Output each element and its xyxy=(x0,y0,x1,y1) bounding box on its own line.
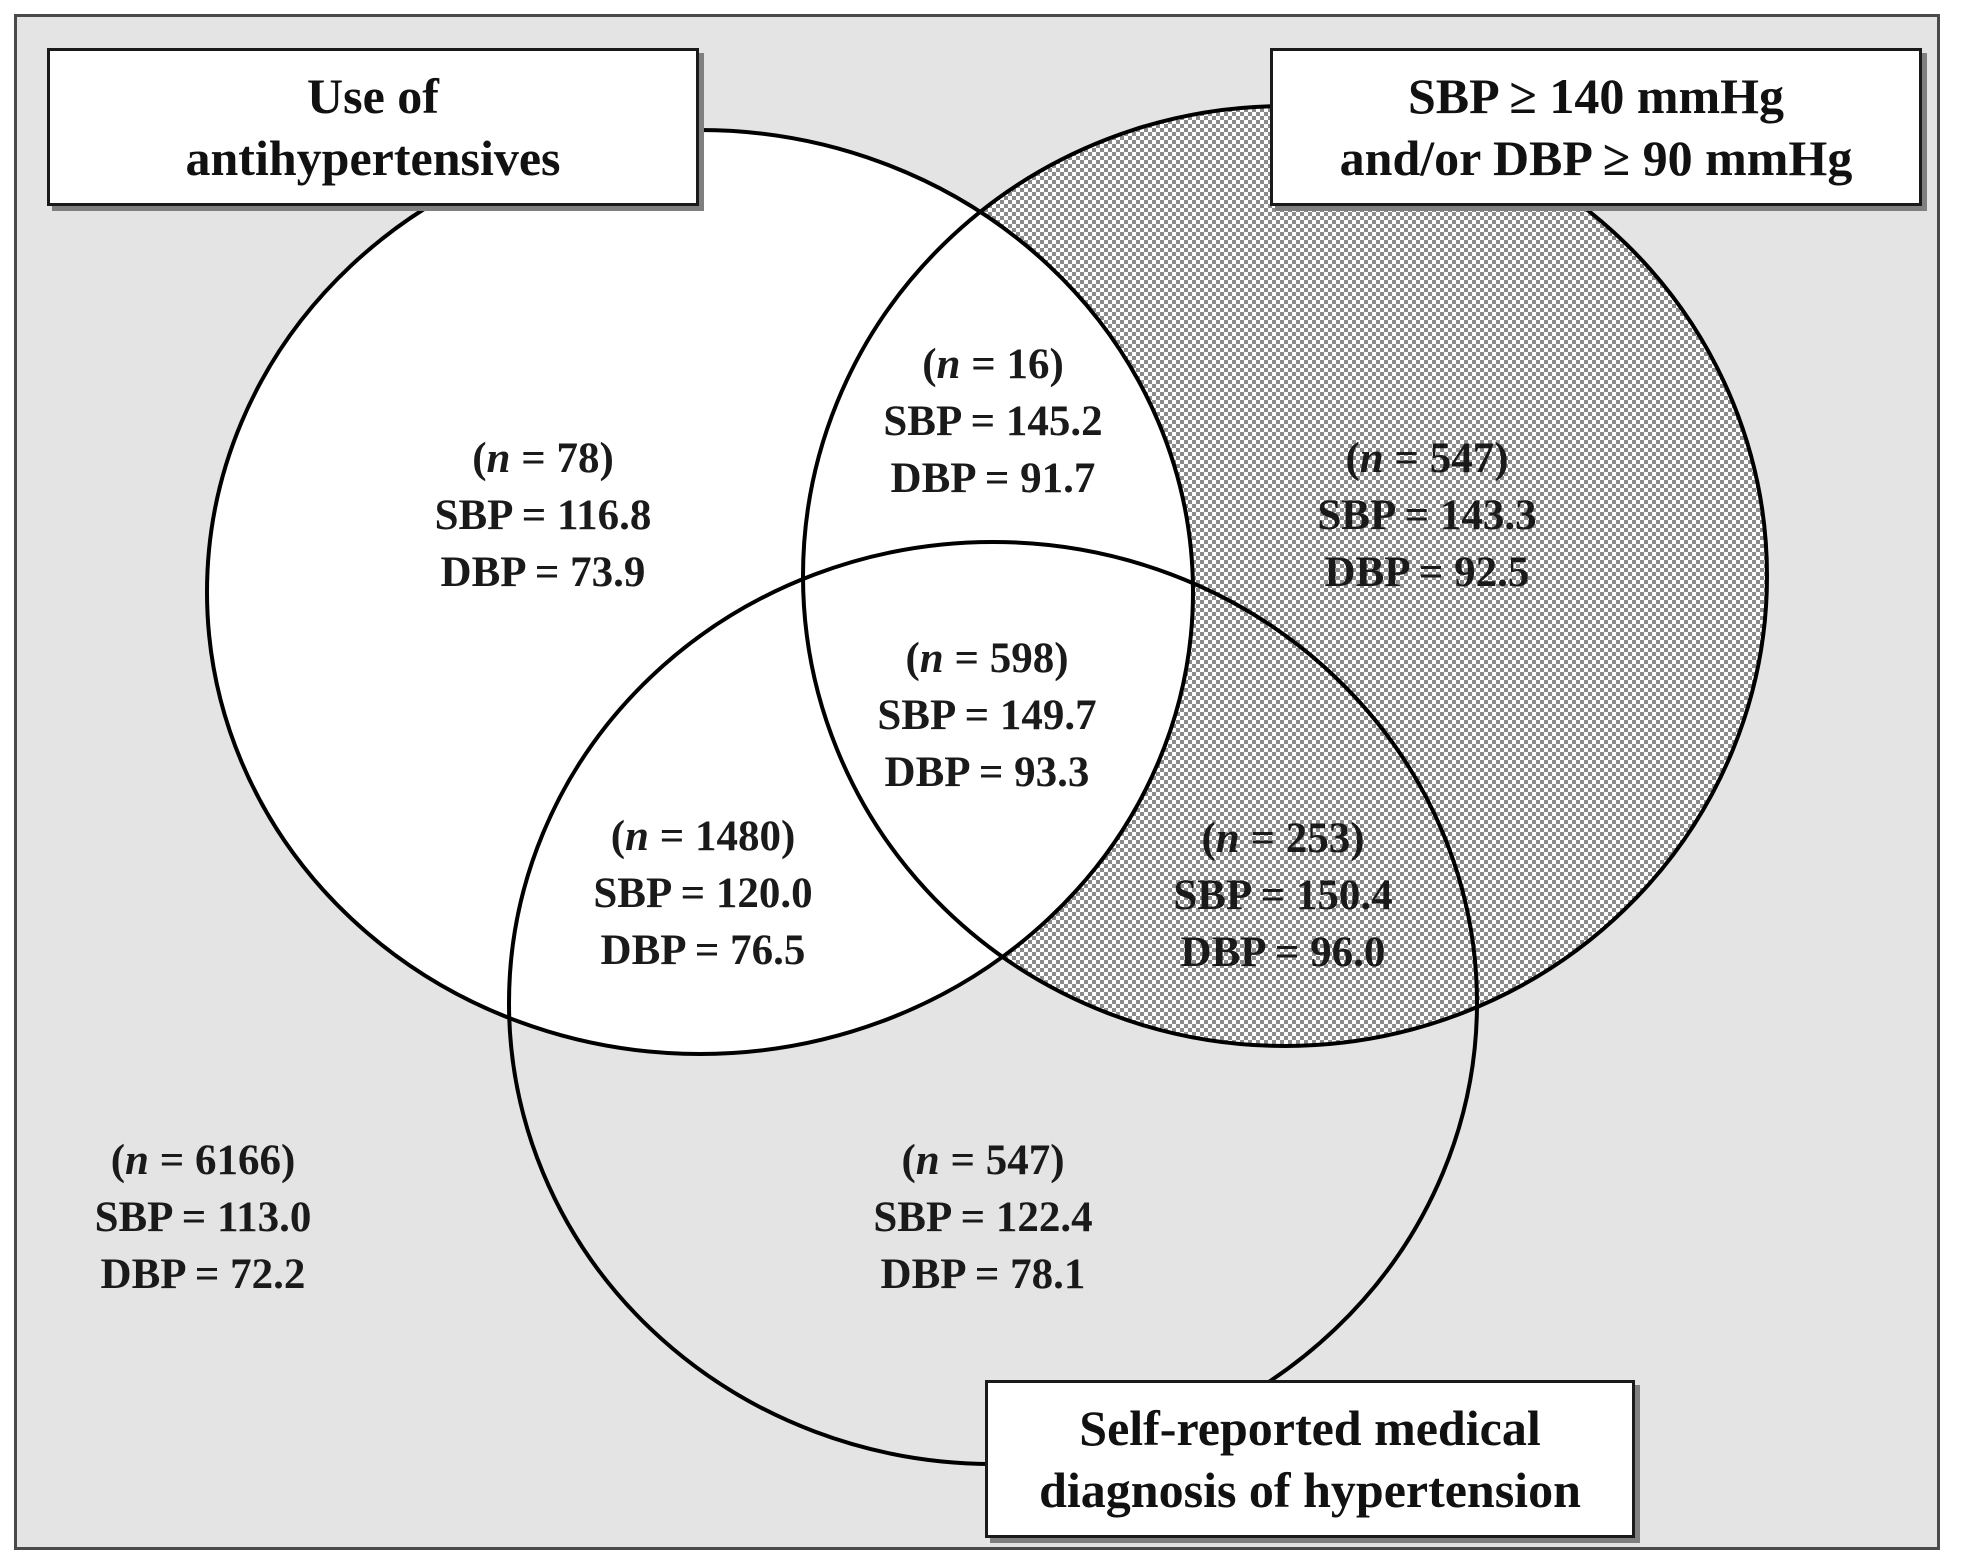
region-count: (n = 78) xyxy=(472,435,614,482)
region-bp-diag: (n = 253) SBP = 150.4 DBP = 96.0 xyxy=(1173,810,1392,981)
label-self-reported-line1: Self-reported medical xyxy=(1079,1400,1541,1456)
region-count: (n = 16) xyxy=(922,341,1064,388)
region-dbp: DBP = 72.2 xyxy=(100,1251,306,1298)
region-count: (n = 547) xyxy=(1345,435,1509,482)
region-sbp: SBP = 145.2 xyxy=(883,398,1103,445)
region-dbp: DBP = 91.7 xyxy=(890,455,1096,502)
region-sbp: SBP = 149.7 xyxy=(877,692,1097,739)
region-dbp: DBP = 96.0 xyxy=(1180,929,1386,976)
region-none: (n = 6166) SBP = 113.0 DBP = 72.2 xyxy=(95,1132,312,1303)
label-bp-threshold: SBP ≥ 140 mmHg and/or DBP ≥ 90 mmHg xyxy=(1270,48,1922,206)
region-sbp: SBP = 150.4 xyxy=(1173,872,1393,919)
region-dbp: DBP = 76.5 xyxy=(600,927,806,974)
region-meds-only: (n = 78) SBP = 116.8 DBP = 73.9 xyxy=(435,430,652,601)
region-sbp: SBP = 116.8 xyxy=(434,492,652,539)
region-sbp: SBP = 120.0 xyxy=(593,870,813,917)
region-count: (n = 547) xyxy=(901,1137,1065,1184)
region-dbp: DBP = 73.9 xyxy=(440,549,646,596)
label-bp-line2: and/or DBP ≥ 90 mmHg xyxy=(1339,130,1853,186)
label-bp-line1: SBP ≥ 140 mmHg xyxy=(1407,68,1785,124)
region-dbp: DBP = 92.5 xyxy=(1324,549,1530,596)
region-diag-only: (n = 547) SBP = 122.4 DBP = 78.1 xyxy=(873,1132,1092,1303)
region-count: (n = 1480) xyxy=(610,813,796,860)
label-self-reported-line2: diagnosis of hypertension xyxy=(1039,1462,1581,1518)
region-all-three: (n = 598) SBP = 149.7 DBP = 93.3 xyxy=(877,630,1096,801)
lens-meds-bp-fill xyxy=(803,130,1193,1046)
region-count: (n = 253) xyxy=(1201,815,1365,862)
region-sbp: SBP = 143.3 xyxy=(1317,492,1537,539)
region-meds-diag: (n = 1480) SBP = 120.0 DBP = 76.5 xyxy=(593,808,812,979)
region-sbp: SBP = 113.0 xyxy=(94,1194,312,1241)
region-sbp: SBP = 122.4 xyxy=(873,1194,1093,1241)
circle-antihypertensives-outline xyxy=(205,128,1195,1056)
region-dbp: DBP = 93.3 xyxy=(884,749,1090,796)
region-count: (n = 6166) xyxy=(110,1137,296,1184)
region-meds-bp: (n = 16) SBP = 145.2 DBP = 91.7 xyxy=(883,336,1102,507)
region-count: (n = 598) xyxy=(905,635,1069,682)
label-antihypertensives-line1: Use of xyxy=(307,68,439,124)
region-bp-only: (n = 547) SBP = 143.3 DBP = 92.5 xyxy=(1317,430,1536,601)
label-self-reported: Self-reported medical diagnosis of hyper… xyxy=(985,1380,1635,1538)
label-antihypertensives: Use of antihypertensives xyxy=(47,48,699,206)
label-antihypertensives-line2: antihypertensives xyxy=(185,130,561,186)
region-dbp: DBP = 78.1 xyxy=(880,1251,1086,1298)
